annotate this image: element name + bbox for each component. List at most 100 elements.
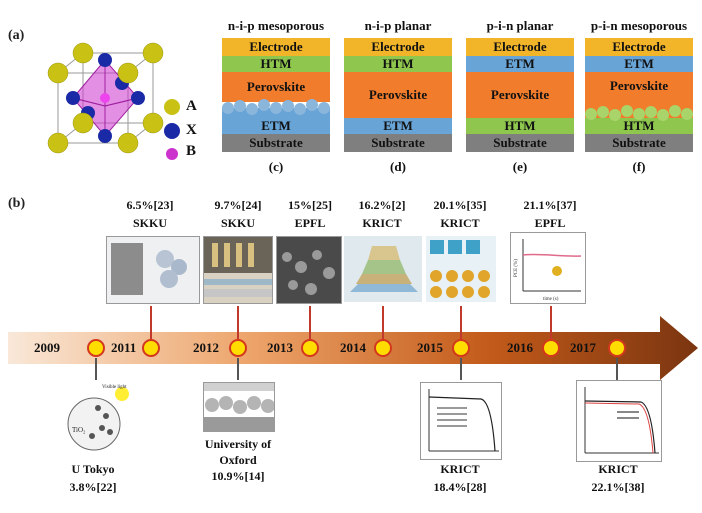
institution-label: SKKU	[132, 216, 167, 230]
layer-htm: HTM	[344, 56, 452, 72]
year-label: 2017	[570, 340, 596, 355]
layer-electrode: Electrode	[466, 38, 574, 56]
thumbnail-2015-crystal	[426, 236, 496, 302]
layer-htm: HTM	[623, 118, 655, 133]
jv-curve-image	[584, 387, 659, 454]
institution-label: KRICT	[440, 216, 480, 230]
institution-label: EPFL	[534, 216, 566, 230]
layer-perovskite: Perovskite	[609, 78, 669, 93]
milestone-2017: KRICT 22.1%[38]	[578, 460, 658, 496]
layer-substrate: Substrate	[222, 134, 330, 152]
milestone-2011: 6.5%[23] SKKU	[110, 196, 190, 232]
layer-etm: ETM	[344, 118, 452, 134]
legend-a-label: A	[186, 98, 197, 114]
timeline-node	[142, 339, 160, 357]
legend-x-label: X	[186, 122, 197, 138]
panel-a-label: (a)	[8, 28, 25, 43]
device-image	[204, 237, 272, 297]
architecture-title: p-i-n mesoporous	[590, 18, 688, 33]
institution-label: KRICT	[440, 462, 480, 476]
architecture-title: n-i-p mesoporous	[227, 18, 325, 33]
jv-curve-image	[428, 389, 499, 452]
nanoparticle-image	[111, 243, 187, 295]
efficiency-label: 3.8%[22]	[69, 480, 117, 494]
efficiency-label: 16.2%[2]	[358, 198, 406, 212]
sublabel-e: (e)	[512, 159, 528, 174]
panel-b-label: (b)	[8, 196, 26, 211]
year-label: 2009	[34, 340, 60, 355]
efficiency-label: 15%[25]	[288, 198, 332, 212]
stem-top	[150, 306, 152, 340]
efficiency-label: 20.1%[35]	[433, 198, 487, 212]
layer-substrate: Substrate	[466, 134, 574, 152]
mesoporous-scaffold	[222, 99, 330, 134]
timeline-node	[374, 339, 392, 357]
thumbnail-2011-sem	[106, 236, 200, 304]
stem-top	[382, 306, 384, 340]
institution-label: U Tokyo	[71, 462, 115, 476]
timeline-node	[452, 339, 470, 357]
milestone-2014: 16.2%[2] KRICT	[342, 196, 422, 232]
stem-bottom	[616, 358, 618, 380]
architecture-n-i-p-planar: n-i-p planar Electrode HTM Perovskite ET…	[344, 18, 452, 152]
institution-label: University of Oxford	[204, 437, 272, 467]
legend-b-label: B	[186, 143, 197, 159]
layer-etm: ETM	[585, 56, 693, 72]
architecture-p-i-n-planar: p-i-n planar Electrode ETM Perovskite HT…	[466, 18, 574, 152]
layer-perovskite: Perovskite	[222, 72, 330, 102]
layer-electrode: Electrode	[222, 38, 330, 56]
layer-electrode: Electrode	[585, 38, 693, 56]
thumbnail-2015-jv	[420, 382, 502, 460]
efficiency-label: 21.1%[37]	[523, 198, 577, 212]
layer-htm: HTM	[222, 56, 330, 72]
crystal-image	[430, 240, 490, 298]
stem-top	[460, 306, 462, 340]
stem-bottom	[237, 358, 239, 380]
axis-label: time (s)	[543, 297, 559, 302]
efficiency-label: 22.1%[38]	[591, 480, 645, 494]
milestone-2015-bottom: KRICT 18.4%[28]	[420, 460, 500, 496]
efficiency-label: 9.7%[24]	[214, 198, 262, 212]
layer-electrode: Electrode	[344, 38, 452, 56]
tio2-label: TiO₂	[72, 426, 86, 434]
timeline-arrow	[8, 316, 698, 380]
timeline-node	[229, 339, 247, 357]
year-label: 2015	[417, 340, 443, 355]
layers-image	[204, 383, 274, 431]
milestone-2012-oxford: University of Oxford 10.9%[14]	[192, 436, 284, 484]
institution-label: KRICT	[362, 216, 402, 230]
sublabel-c: (c)	[268, 159, 284, 174]
sublabel-d: (d)	[390, 159, 406, 174]
layer-perovskite: Perovskite	[344, 72, 452, 118]
layer-substrate: Substrate	[585, 134, 693, 152]
architecture-title: n-i-p planar	[364, 18, 432, 33]
milestone-2013: 15%[25] EPFL	[270, 196, 350, 232]
year-label: 2016	[507, 340, 533, 355]
mesoporous-scaffold	[585, 105, 693, 134]
timeline-node	[301, 339, 319, 357]
stem-top	[550, 306, 552, 340]
perovskite-crystal-structure	[47, 42, 164, 154]
thumbnail-2016-plot: PCE (%) time (s)	[510, 232, 586, 304]
thumbnail-2014-stack	[344, 236, 422, 302]
year-label: 2011	[111, 340, 137, 355]
sublabel-f: (f)	[632, 159, 646, 174]
institution-label: SKKU	[220, 216, 255, 230]
stem-top	[309, 306, 311, 340]
timeline-node	[87, 339, 105, 357]
thumbnail-2013-sem	[276, 236, 342, 304]
tio2-diagram: TiO₂ Visible light	[67, 385, 129, 451]
milestone-2012: 9.7%[24] SKKU	[198, 196, 278, 232]
institution-label: EPFL	[294, 216, 326, 230]
layer-substrate: Substrate	[344, 134, 452, 152]
thumbnail-2017-jv	[576, 380, 662, 462]
layer-htm: HTM	[466, 118, 574, 134]
sem-image	[277, 237, 341, 303]
efficiency-label: 10.9%[14]	[211, 469, 265, 483]
visible-light-label: Visible light	[102, 385, 127, 390]
stem-bottom	[95, 358, 97, 380]
efficiency-label: 18.4%[28]	[433, 480, 487, 494]
thumbnail-2012-device	[203, 236, 273, 304]
milestone-2016: 21.1%[37] EPFL	[508, 196, 592, 232]
layer-etm: ETM	[466, 56, 574, 72]
